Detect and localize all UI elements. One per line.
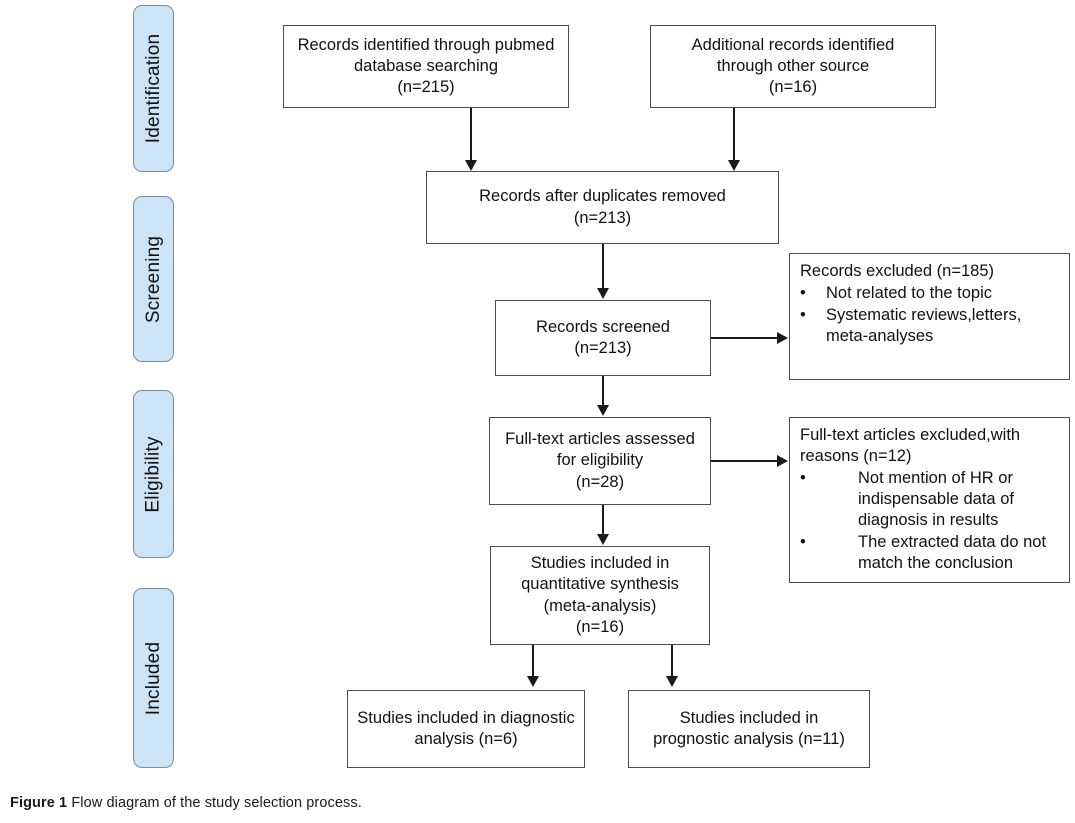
- box-records-excluded-heading: Records excluded (n=185): [800, 262, 994, 280]
- list-item: • The extracted data do not match the co…: [800, 532, 1061, 574]
- arrow-screened-to-fulltext: [597, 405, 609, 416]
- box-diagnostic-analysis: Studies included in diagnostic analysis …: [347, 690, 585, 768]
- fulltext-excluded-reason-list: • Not mention of HR or indispensable dat…: [800, 468, 1061, 574]
- arrow-screened-to-excluded: [777, 332, 788, 344]
- records-excluded-reason-list: • Not related to the topic • Systematic …: [800, 283, 1061, 347]
- box-fulltext-articles-excluded: Full-text articles excluded,with reasons…: [789, 417, 1070, 583]
- box-records-excluded: Records excluded (n=185) • Not related t…: [789, 253, 1070, 380]
- box-fulltext-articles-assessed-text: Full-text articles assessed for eligibil…: [505, 430, 695, 491]
- box-fulltext-articles-assessed: Full-text articles assessed for eligibil…: [489, 417, 711, 505]
- stage-label-included: Included: [143, 641, 164, 715]
- box-records-screened-text: Records screened (n=213): [536, 317, 670, 357]
- connector-synthesis-to-prognostic: [671, 645, 673, 680]
- figure-caption: Figure 1 Flow diagram of the study selec…: [10, 795, 362, 811]
- arrow-synthesis-to-diagnostic: [527, 676, 539, 687]
- box-prognostic-analysis: Studies included in prognostic analysis …: [628, 690, 870, 768]
- bullet-icon: •: [800, 469, 806, 488]
- connector-other-to-duplicates: [733, 108, 735, 164]
- box-records-identified-other-text: Additional records identified through ot…: [691, 35, 895, 97]
- bullet-icon: •: [800, 533, 806, 552]
- records-excluded-reason-1: Systematic reviews,letters, meta-analyse…: [826, 306, 1022, 346]
- bullet-icon: •: [800, 306, 806, 325]
- box-records-identified-other: Additional records identified through ot…: [650, 25, 936, 108]
- arrow-fulltext-to-excluded: [777, 455, 788, 467]
- fulltext-excluded-reason-0: Not mention of HR or indispensable data …: [858, 469, 1014, 530]
- box-fulltext-articles-excluded-heading: Full-text articles excluded,with reasons…: [800, 426, 1021, 466]
- stage-pill-eligibility: Eligibility: [133, 390, 174, 558]
- box-records-after-duplicates-removed-text: Records after duplicates removed (n=213): [479, 187, 726, 227]
- box-records-identified-pubmed: Records identified through pubmed databa…: [283, 25, 569, 108]
- stage-pill-screening: Screening: [133, 196, 174, 362]
- box-diagnostic-analysis-text: Studies included in diagnostic analysis …: [357, 708, 575, 748]
- box-records-screened: Records screened (n=213): [495, 300, 711, 376]
- fulltext-excluded-reason-1: The extracted data do not match the conc…: [858, 533, 1047, 573]
- box-quantitative-synthesis: Studies included in quantitative synthes…: [490, 546, 710, 645]
- connector-pubmed-to-duplicates: [470, 108, 472, 164]
- connector-screened-to-excluded: [711, 337, 779, 339]
- box-quantitative-synthesis-text: Studies included in quantitative synthes…: [521, 554, 679, 636]
- connector-fulltext-to-excluded: [711, 460, 779, 462]
- connector-synthesis-to-diagnostic: [532, 645, 534, 680]
- bullet-icon: •: [800, 284, 806, 303]
- connector-fulltext-to-synthesis: [602, 505, 604, 539]
- stage-label-screening: Screening: [143, 235, 165, 323]
- figure-caption-label: Figure 1: [10, 795, 68, 811]
- arrow-other-to-duplicates: [728, 160, 740, 171]
- stage-pill-included: Included: [133, 588, 174, 768]
- box-records-identified-pubmed-text: Records identified through pubmed databa…: [297, 35, 555, 97]
- records-excluded-reason-0: Not related to the topic: [826, 284, 993, 303]
- list-item: • Systematic reviews,letters, meta-analy…: [800, 305, 1061, 347]
- connector-duplicates-to-screened: [602, 244, 604, 292]
- stage-pill-identification: Identification: [133, 5, 174, 172]
- connector-screened-to-fulltext: [602, 376, 604, 410]
- arrow-synthesis-to-prognostic: [666, 676, 678, 687]
- box-prognostic-analysis-text: Studies included in prognostic analysis …: [653, 708, 845, 748]
- arrow-duplicates-to-screened: [597, 288, 609, 299]
- list-item: • Not mention of HR or indispensable dat…: [800, 468, 1061, 531]
- box-records-after-duplicates-removed: Records after duplicates removed (n=213): [426, 171, 779, 244]
- stage-label-identification: Identification: [143, 33, 165, 144]
- list-item: • Not related to the topic: [800, 283, 1061, 304]
- stage-label-eligibility: Eligibility: [143, 435, 164, 513]
- arrow-fulltext-to-synthesis: [597, 534, 609, 545]
- figure-caption-text: Flow diagram of the study selection proc…: [67, 795, 362, 811]
- arrow-pubmed-to-duplicates: [465, 160, 477, 171]
